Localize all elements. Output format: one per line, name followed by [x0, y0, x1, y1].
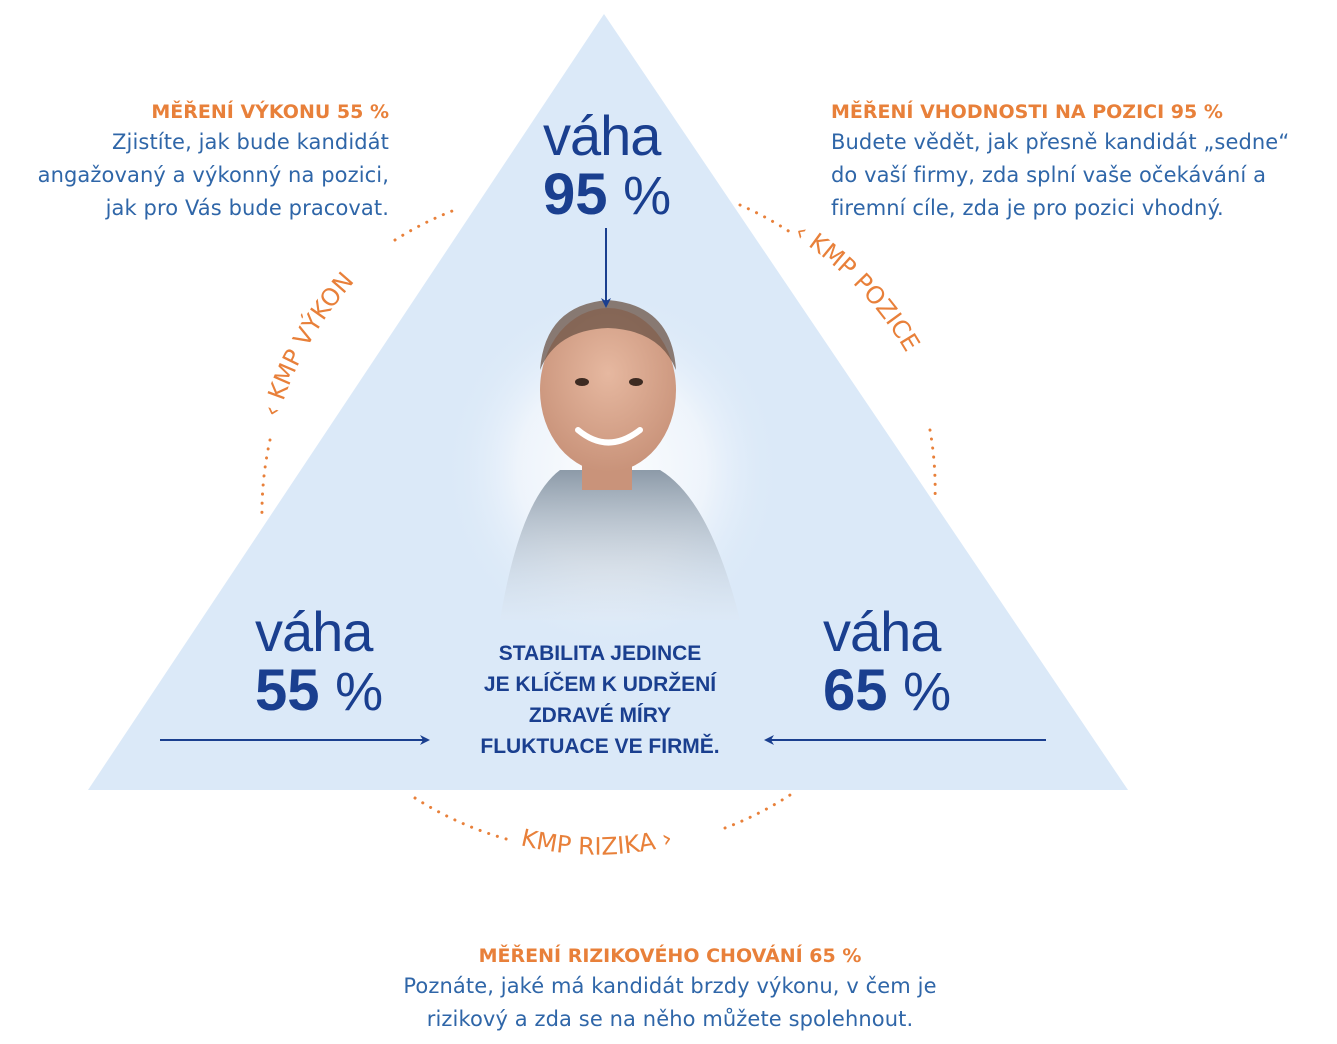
- center-message-line: FLUKTUACE VE FIRMĚ.: [480, 735, 720, 758]
- weight-word: váha: [823, 600, 941, 663]
- weight-rizika: váha 65 %: [823, 604, 951, 723]
- weight-word: váha: [255, 600, 373, 663]
- info-line: Poznáte, jaké má kandidát brzdy výkonu, …: [403, 974, 937, 998]
- info-title: MĚŘENÍ VÝKONU 55 %: [151, 101, 389, 123]
- dotted-circle: [260, 203, 937, 842]
- info-line: Budete vědět, jak přesně kandidát „sedne…: [831, 130, 1290, 154]
- weight-number: 95: [543, 162, 608, 227]
- info-pozice: MĚŘENÍ VHODNOSTI NA POZICI 95 % Budete v…: [831, 98, 1311, 225]
- kmp-rizika-label: KMP RIZIKA ›: [519, 824, 675, 861]
- weight-value: 55 %: [255, 660, 383, 723]
- weight-word: váha: [543, 104, 661, 167]
- weight-number: 55: [255, 658, 320, 723]
- info-line: Zjistíte, jak bude kandidát: [112, 130, 389, 154]
- info-vykon: MĚŘENÍ VÝKONU 55 % Zjistíte, jak bude ka…: [0, 98, 389, 225]
- person-photo: [442, 290, 782, 650]
- info-title: MĚŘENÍ RIZIKOVÉHO CHOVÁNÍ 65 %: [478, 945, 862, 967]
- info-line: angažovaný a výkonný na pozici,: [37, 163, 389, 187]
- center-message-line: ZDRAVÉ MÍRY: [528, 704, 672, 727]
- info-line: do vaší firmy, zda splní vaše očekávání …: [831, 163, 1267, 187]
- weight-vykon: váha 55 %: [255, 604, 383, 723]
- info-rizika: MĚŘENÍ RIZIKOVÉHO CHOVÁNÍ 65 % Poznáte, …: [300, 942, 1040, 1036]
- kmp-vykon-label: ‹ KMP VÝKON: [257, 267, 359, 420]
- weight-value: 95 %: [543, 164, 671, 227]
- info-line: rizikový a zda se na něho můžete spolehn…: [426, 1007, 914, 1031]
- center-message-line: JE KLÍČEM K UDRŽENÍ: [483, 673, 717, 696]
- info-line: jak pro Vás bude pracovat.: [105, 196, 389, 220]
- weight-unit: %: [335, 662, 384, 722]
- weight-unit: %: [903, 662, 952, 722]
- weight-value: 65 %: [823, 660, 951, 723]
- info-line: firemní cíle, zda je pro pozici vhodný.: [831, 196, 1224, 220]
- info-title: MĚŘENÍ VHODNOSTI NA POZICI 95 %: [831, 101, 1223, 123]
- center-message: STABILITA JEDINCE JE KLÍČEM K UDRŽENÍ ZD…: [440, 638, 760, 762]
- center-message-line: STABILITA JEDINCE: [498, 642, 702, 665]
- weight-number: 65: [823, 658, 888, 723]
- weight-pozice: váha 95 %: [543, 108, 671, 227]
- weight-unit: %: [623, 166, 672, 226]
